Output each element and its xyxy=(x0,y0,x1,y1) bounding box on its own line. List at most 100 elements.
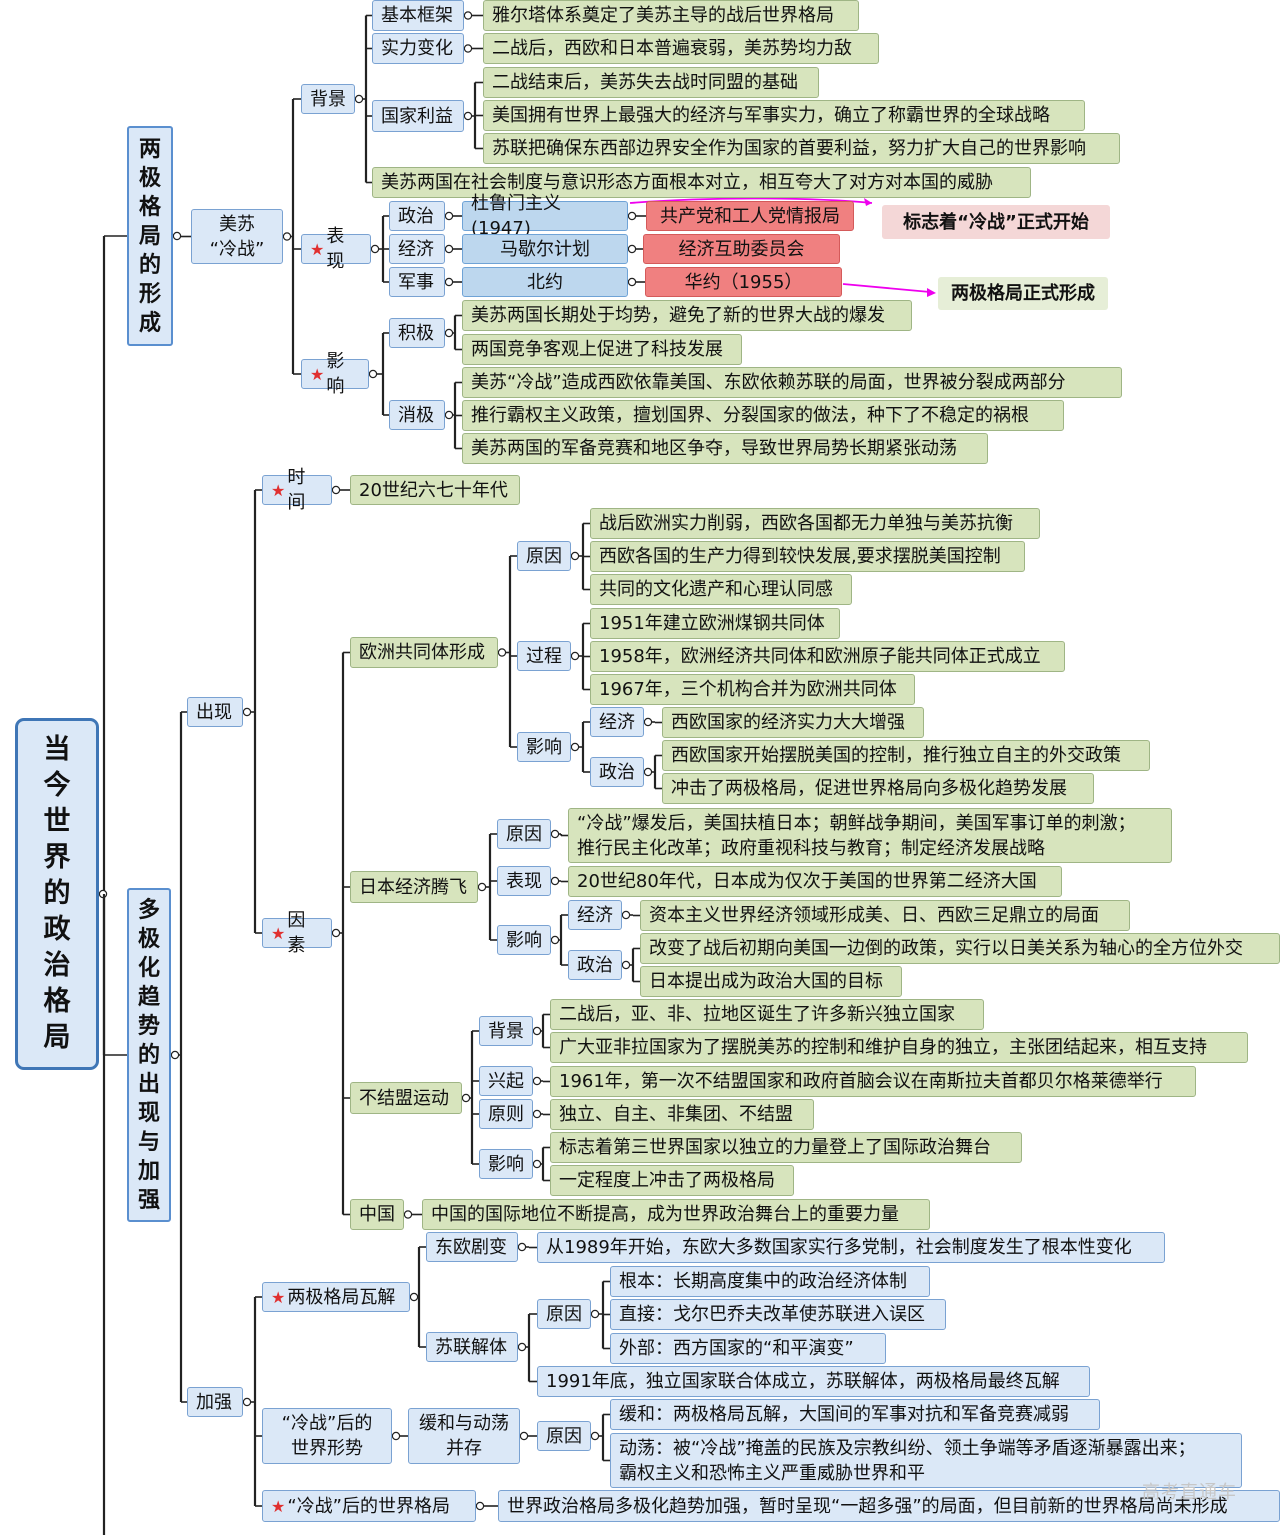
node-shms: 华约（1955） xyxy=(645,267,842,297)
node-nar: 兴起 xyxy=(479,1066,533,1096)
node-label: 雅尔塔体系奠定了美苏主导的战后世界格局 xyxy=(492,5,834,26)
node-label: 苏联把确保东西部边界安全作为国家的首要利益，努力扩大自己的世界影响 xyxy=(492,138,1086,159)
node-nap: 原则 xyxy=(479,1099,533,1129)
node-us: 苏联解体 xyxy=(426,1332,518,1362)
node-jpee: 经济 xyxy=(568,900,622,930)
node-jpe: 影响 xyxy=(497,925,551,955)
node-label: 背景 xyxy=(488,1020,524,1042)
node-label: 经济互助委员会 xyxy=(678,238,805,260)
node-pt: ★“冷战”后的世界格局 xyxy=(262,1490,476,1522)
connector-knob xyxy=(463,11,473,20)
node-label: 经济 xyxy=(577,904,613,926)
node-label: 原因 xyxy=(546,1303,582,1325)
node-label: 二战后，西欧和日本普遍衰弱，美苏势均力敌 xyxy=(492,38,852,59)
node-jps: 表现 xyxy=(497,866,551,896)
node-sh: ★表现 xyxy=(301,226,371,272)
node-label: 缓和：两极格局瓦解，大国间的军事对抗和军备竞赛减弱 xyxy=(619,1404,1069,1425)
node-label: 战后欧洲实力削弱，西欧各国都无力单独与美苏抗衡 xyxy=(599,513,1013,534)
node-jpp1: 改变了战后初期向美国一边倒的政策，实行以日美关系为轴心的全方位外交 xyxy=(640,933,1280,964)
node-label: 美苏两国的军备竞赛和地区争夺，导致世界局势长期紧张动荡 xyxy=(471,438,957,459)
node-nab: 背景 xyxy=(479,1016,533,1046)
node-label: 原因 xyxy=(546,1425,582,1447)
node-shmu: 北约 xyxy=(462,267,628,297)
node-tm: ★时间 xyxy=(262,467,332,513)
node-label: 影响 xyxy=(488,1153,524,1175)
connector-knob xyxy=(409,1292,419,1302)
node-label: 实力变化 xyxy=(381,38,453,59)
node-label: 影响 xyxy=(326,351,345,397)
node-label: 直接：戈尔巴乔夫改革使苏联进入误区 xyxy=(619,1304,925,1325)
node-nae: 影响 xyxy=(479,1149,533,1179)
node-label: 马歇尔计划 xyxy=(500,238,590,260)
connector-knob xyxy=(621,910,631,920)
node-label: 世界政治格局多极化趋势加强，暂时呈现“一超多强”的局面，但目前新的世界格局尚未形… xyxy=(507,1495,1228,1517)
node-label: 政治 xyxy=(398,205,434,227)
connector-knob xyxy=(370,244,380,254)
node-efn3: 美苏两国的军备竞赛和地区争夺，导致世界局势长期紧张动荡 xyxy=(462,433,988,464)
connector-knob xyxy=(590,1309,600,1319)
node-label: 基本框架 xyxy=(381,5,453,26)
node-nab1: 二战后，亚、非、拉地区诞生了许多新兴独立国家 xyxy=(550,999,984,1030)
connector-knob xyxy=(444,410,454,420)
node-ecc1: 战后欧洲实力削弱，西欧各国都无力单独与美苏抗衡 xyxy=(590,508,1040,539)
node-label: 表现 xyxy=(326,226,345,272)
connector-knob xyxy=(242,1397,252,1407)
connector-knob xyxy=(403,1210,413,1219)
connector-knob xyxy=(643,717,653,727)
connector-knob xyxy=(444,244,454,254)
node-jpst: 20世纪80年代，日本成为仅次于美国的世界第二经济大国 xyxy=(568,866,1062,897)
node-label: 根本：长期高度集中的政治经济体制 xyxy=(619,1271,907,1292)
node-label: 1967年，三个机构合并为欧洲共同体 xyxy=(599,679,897,700)
node-ecc: 原因 xyxy=(517,541,571,571)
node-cn: 中国 xyxy=(350,1199,404,1230)
node-label: 消极 xyxy=(398,404,434,426)
node-ecp1b: 西欧国家开始摆脱美国的控制，推行独立自主的外交政策 xyxy=(662,740,1150,771)
node-A: 两极格局的形成 xyxy=(127,126,173,346)
node-ecep: 政治 xyxy=(590,757,644,787)
node-label: 1958年，欧洲经济共同体和欧洲原子能共同体正式成立 xyxy=(599,646,1041,667)
connector-knob xyxy=(497,648,507,657)
node-label: 两国竞争客观上促进了科技发展 xyxy=(471,339,723,360)
node-label: 中国 xyxy=(359,1204,395,1225)
connector-knob xyxy=(590,1431,600,1441)
node-label: 苏联解体 xyxy=(435,1336,507,1358)
node-label: 两极格局的形成 xyxy=(138,136,161,336)
node-label: 美苏“冷战”造成西欧依靠美国、东欧依赖苏联的局面，世界被分裂成两部分 xyxy=(471,372,1066,393)
connector-knob xyxy=(627,244,637,254)
node-label: 改变了战后初期向美国一边倒的政策，实行以日美关系为轴心的全方位外交 xyxy=(649,938,1243,959)
connector-knob xyxy=(444,328,454,338)
connector-knob xyxy=(477,882,487,892)
node-ecet: 西欧国家的经济实力大大增强 xyxy=(662,707,924,738)
node-ecp2b: 冲击了两极格局，促进世界格局向多极化趋势发展 xyxy=(662,773,1094,804)
node-sheu: 马歇尔计划 xyxy=(462,234,628,264)
node-label: 原因 xyxy=(526,545,562,567)
connector-knob xyxy=(354,94,364,104)
node-nab2: 广大亚非拉国家为了摆脱美苏的控制和维护自身的独立，主张团结起来，相互支持 xyxy=(550,1032,1248,1063)
node-label: 1961年，第一次不结盟国家和政府首脑会议在南斯拉夫首都贝尔格莱德举行 xyxy=(559,1071,1163,1092)
node-efp2: 两国竞争客观上促进了科技发展 xyxy=(462,334,742,365)
node-pc2: 动荡：被“冷战”掩盖的民族及宗教纠纷、领土争端等矛盾逐渐暴露出来； 霸权主义和恐… xyxy=(610,1433,1242,1488)
node-nae1: 标志着第三世界国家以独立的力量登上了国际政治舞台 xyxy=(550,1132,1022,1163)
node-label: 过程 xyxy=(526,645,562,667)
node-label: 表现 xyxy=(506,870,542,892)
node-label: 影响 xyxy=(506,929,542,951)
connector-knob xyxy=(391,1431,401,1441)
node-label: 独立、自主、非集团、不结盟 xyxy=(559,1104,793,1125)
node-eet: 从1989年开始，东欧大多数国家实行多党制，社会制度发生了根本性变化 xyxy=(537,1232,1165,1263)
connector-knob xyxy=(627,277,637,287)
node-bgi: 国家利益 xyxy=(372,100,464,132)
arrow-head-icon xyxy=(927,288,936,297)
connector-knob xyxy=(627,211,637,221)
node-label: 外部：西方国家的“和平演变” xyxy=(619,1338,854,1359)
node-label: 两极格局瓦解 xyxy=(287,1286,396,1308)
node-label: 中国的国际地位不断提高，成为世界政治舞台上的重要力量 xyxy=(431,1204,899,1225)
star-icon: ★ xyxy=(310,239,325,259)
node-bgft: 雅尔塔体系奠定了美苏主导的战后世界格局 xyxy=(483,0,859,31)
node-pc1: 缓和：两极格局瓦解，大国间的军事对抗和军备竞赛减弱 xyxy=(610,1399,1100,1430)
node-label: 华约（1955） xyxy=(684,271,803,293)
node-nart: 1961年，第一次不结盟国家和政府首脑会议在南斯拉夫首都贝尔格莱德举行 xyxy=(550,1066,1196,1097)
node-label: 国家利益 xyxy=(381,105,453,127)
node-label: 一定程度上冲击了两极格局 xyxy=(559,1170,775,1191)
star-icon: ★ xyxy=(271,1496,286,1516)
